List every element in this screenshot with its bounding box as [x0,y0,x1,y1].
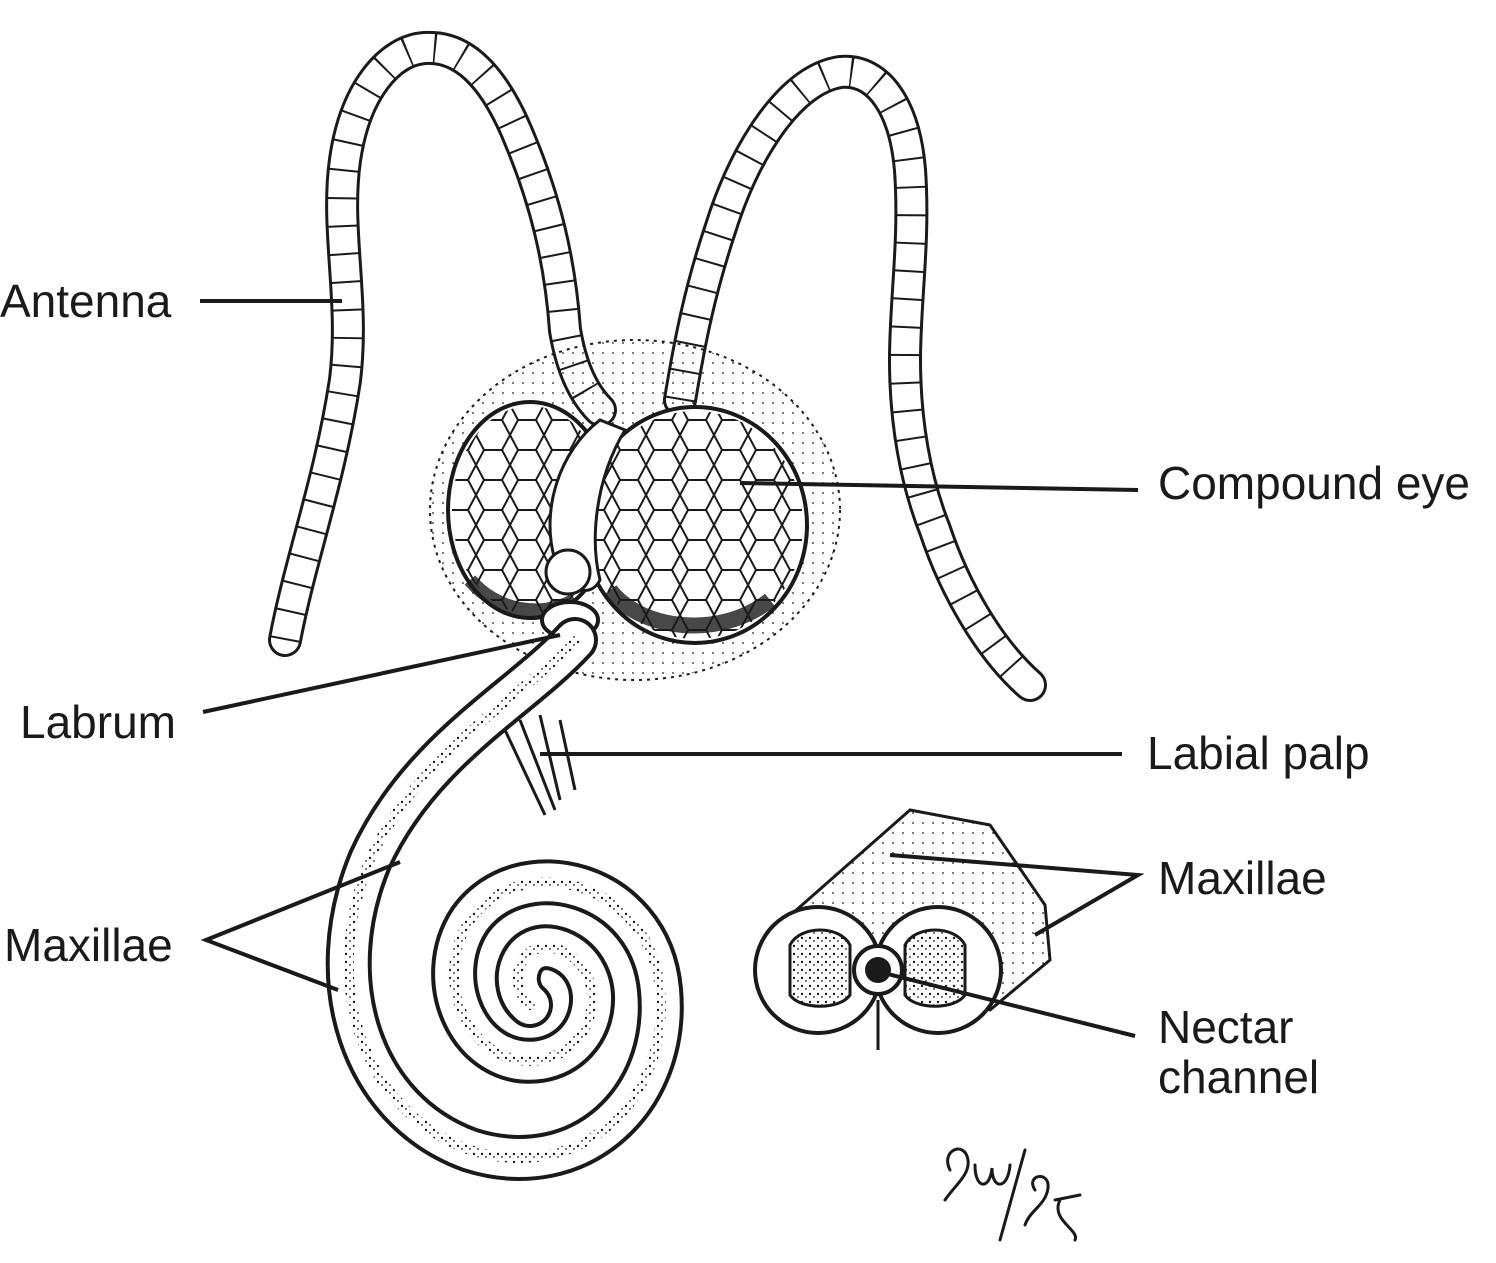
labial-palp-label: Labial palp [1147,727,1370,779]
nectar-line1: Nectar [1158,1001,1294,1053]
right-compound-eye [581,405,809,645]
labial-palp-part [503,714,577,816]
proboscis-coil [325,617,684,1181]
antenna-label: Antenna [0,275,172,327]
right-antenna [663,54,1047,702]
nectar-line2: channel [1158,1051,1320,1103]
left-antenna [268,30,617,657]
compound-eye-leader [739,481,1139,492]
maxillae-left-leader [200,860,401,992]
leader-lines [200,299,1145,1038]
maxillae-left-label: Maxillae [4,919,173,971]
nectar-channel-label: Nectar channel [1158,1002,1319,1102]
artist-signature [943,1147,1082,1242]
face-center [544,418,628,596]
compound-eye-label: Compound eye [1158,457,1470,509]
nectar-channel-leader [879,970,1136,1038]
maxillae-right-label: Maxillae [1158,852,1327,904]
proboscis-cross-section [753,808,1052,1050]
labrum-leader [202,633,561,714]
labrum-label: Labrum [20,696,176,748]
maxillae-right-leader [889,853,1145,937]
